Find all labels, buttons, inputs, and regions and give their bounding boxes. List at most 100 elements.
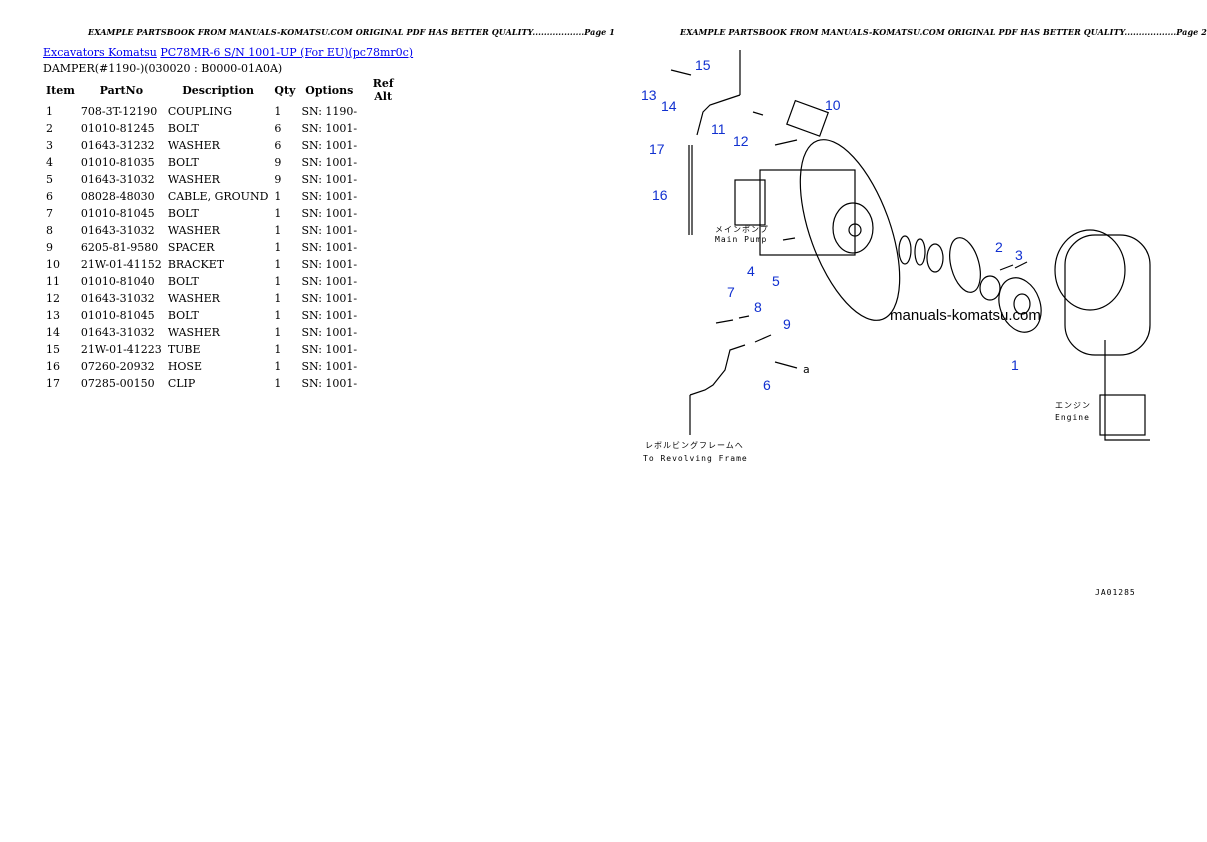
cell-options: SN: 1001- — [301, 190, 358, 203]
breadcrumb: Excavators Komatsu PC78MR-6 S/N 1001-UP … — [43, 46, 413, 59]
cell-options: SN: 1001- — [301, 360, 358, 373]
cell-qty: 9 — [274, 173, 282, 186]
cell-qty: 1 — [274, 207, 282, 220]
engine-housing — [1064, 234, 1151, 356]
cell-item: 12 — [46, 292, 60, 305]
cell-qty: 1 — [274, 241, 282, 254]
cell-ref-alt — [360, 154, 406, 171]
cell-ref-alt — [360, 324, 406, 341]
arrow-a-label: a — [803, 363, 811, 376]
pump-valve-block — [734, 179, 766, 226]
cell-partno: 708-3T-12190 — [80, 105, 158, 118]
cell-ref-alt — [360, 239, 406, 256]
cell-ref-alt — [360, 290, 406, 307]
cell-options: SN: 1001- — [301, 173, 358, 186]
col-qty: Qty — [274, 83, 296, 97]
cell-options: SN: 1001- — [301, 139, 358, 152]
callout-1: 1 — [1011, 357, 1019, 373]
pump-shaft-plate — [832, 202, 874, 254]
cell-options: SN: 1001- — [301, 258, 358, 271]
main-pump-label: Main Pump — [715, 235, 767, 244]
cell-options: SN: 1001- — [301, 241, 358, 254]
callout-8: 8 — [754, 299, 762, 315]
pump-flange-ring — [799, 139, 901, 321]
cell-options: SN: 1001- — [301, 326, 358, 339]
cell-qty: 1 — [274, 224, 282, 237]
cell-qty: 1 — [274, 309, 282, 322]
breadcrumb-link-category[interactable]: Excavators Komatsu — [43, 46, 157, 59]
cell-partno: 01643-31032 — [80, 292, 155, 305]
cell-ref-alt — [360, 188, 406, 205]
engine-jp-label: エンジン — [1055, 401, 1091, 410]
cell-description: BOLT — [167, 309, 199, 322]
cell-ref-alt — [360, 375, 406, 392]
bracket-part — [786, 99, 830, 137]
cell-options: SN: 1001- — [301, 122, 358, 135]
cell-item: 16 — [46, 360, 60, 373]
cell-qty: 9 — [274, 156, 282, 169]
cell-partno: 6205-81-9580 — [80, 241, 159, 254]
cell-description: WASHER — [167, 139, 220, 152]
cell-partno: 01010-81045 — [80, 309, 155, 322]
cell-partno: 01643-31032 — [80, 326, 155, 339]
cell-description: HOSE — [167, 360, 202, 373]
cell-qty: 1 — [274, 377, 282, 390]
page1-header: EXAMPLE PARTSBOOK FROM MANUALS-KOMATSU.C… — [88, 27, 615, 37]
callout-3: 3 — [1015, 247, 1023, 263]
cell-ref-alt — [360, 103, 406, 120]
cell-item: 15 — [46, 343, 60, 356]
cell-item: 7 — [46, 207, 53, 220]
cell-qty: 1 — [274, 292, 282, 305]
callout-12: 12 — [733, 133, 749, 149]
callout-15: 15 — [695, 57, 711, 73]
cell-item: 4 — [46, 156, 53, 169]
cell-partno: 01010-81045 — [80, 207, 155, 220]
cell-item: 17 — [46, 377, 60, 390]
cell-ref-alt — [360, 273, 406, 290]
cell-options: SN: 1001- — [301, 224, 358, 237]
cell-description: WASHER — [167, 326, 220, 339]
callout-13: 13 — [641, 87, 657, 103]
cell-partno: 07285-00150 — [80, 377, 155, 390]
page-subtitle: DAMPER(#1190-)(030020 : B0000-01A0A) — [43, 62, 283, 75]
cell-qty: 6 — [274, 139, 282, 152]
cell-qty: 1 — [274, 326, 282, 339]
cell-description: BRACKET — [167, 258, 225, 271]
cell-ref-alt — [360, 120, 406, 137]
cell-options: SN: 1001- — [301, 309, 358, 322]
cell-description: WASHER — [167, 224, 220, 237]
cell-ref-alt — [360, 137, 406, 154]
col-item: Item — [46, 83, 75, 97]
callout-17: 17 — [649, 141, 665, 157]
damper-housing — [949, 237, 981, 293]
callout-4: 4 — [747, 263, 755, 279]
cell-partno: 01010-81040 — [80, 275, 155, 288]
main-pump-jp-label: メインポンプ — [715, 225, 769, 234]
breadcrumb-link-model[interactable]: PC78MR-6 S/N 1001-UP (For EU)(pc78mr0c) — [160, 46, 414, 59]
callout-7: 7 — [727, 284, 735, 300]
cell-partno: 21W-01-41152 — [80, 258, 162, 271]
cell-item: 2 — [46, 122, 53, 135]
cell-description: BOLT — [167, 275, 199, 288]
cell-description: WASHER — [167, 173, 220, 186]
callout-2: 2 — [995, 239, 1003, 255]
cell-description: CLIP — [167, 377, 196, 390]
cell-options: SN: 1001- — [301, 343, 358, 356]
cell-options: SN: 1001- — [301, 156, 358, 169]
cell-item: 1 — [46, 105, 53, 118]
cell-item: 8 — [46, 224, 53, 237]
